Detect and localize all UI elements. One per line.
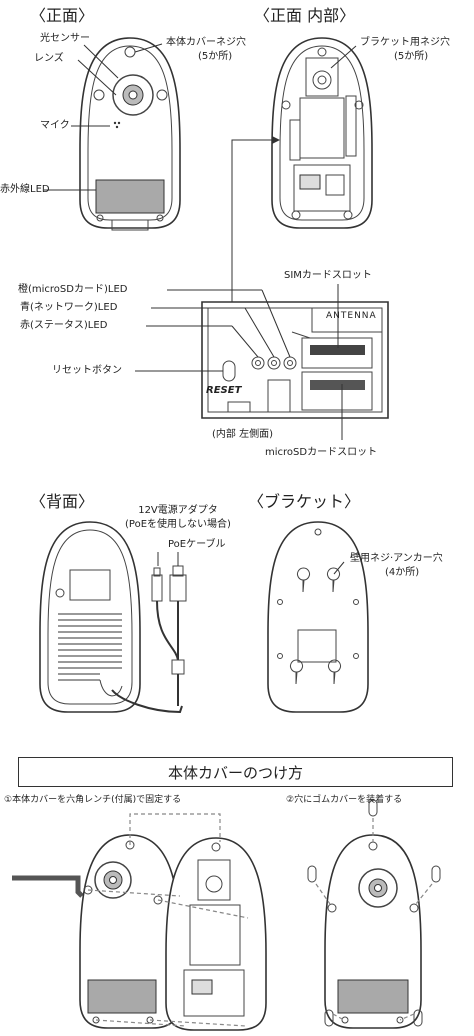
anchor-holes-count: (4か所)	[385, 567, 420, 578]
cover-section-title: 本体カバーのつけ方	[167, 763, 303, 782]
cover-screw-count: (5か所)	[198, 51, 233, 62]
adapter-label-line2: (PoEを使用しない場合)	[125, 519, 231, 530]
led-orange-label: 橙(microSDカード)LED	[18, 284, 128, 295]
connector-line	[231, 139, 272, 302]
section-bracket-title: 〈ブラケット〉	[248, 492, 361, 511]
section-front-title: 〈正面〉	[30, 6, 95, 25]
led-blue-label: 青(ネットワーク)LED	[20, 302, 118, 313]
cover-section-banner: 本体カバーのつけ方	[18, 757, 453, 787]
bracket-screw-label: ブラケット用ネジ穴	[360, 37, 450, 48]
reset-button-label: リセットボタン	[52, 365, 122, 376]
bracket-drawing	[267, 521, 369, 713]
adapter-label-line1: 12V電源アダプタ	[138, 505, 218, 516]
lens-label: レンズ	[34, 53, 64, 64]
back-view-drawing	[39, 521, 183, 714]
microsd-slot-label: microSDカードスロット	[265, 447, 378, 458]
mic-label: マイク	[40, 120, 70, 131]
reset-print: RESET	[206, 385, 242, 396]
ir-led-label: 赤外線LED	[0, 184, 50, 195]
cables-drawing	[151, 552, 187, 706]
antenna-print: ANTENNA	[326, 311, 377, 321]
step1-drawing	[12, 813, 267, 1031]
front-inside-drawing	[271, 37, 373, 229]
poe-cable-label: PoEケーブル	[168, 539, 226, 550]
anchor-holes-label: 壁用ネジ·アンカー穴	[350, 553, 443, 564]
step2-drawing	[307, 799, 441, 1029]
cover-screw-label: 本体カバーネジ穴	[166, 37, 246, 48]
sim-slot-label: SIMカードスロット	[284, 270, 372, 281]
step1-caption: ①本体カバーを六角レンチ(付属)で固定する	[4, 795, 182, 805]
section-back-title: 〈背面〉	[30, 492, 95, 511]
side-view-caption: (内部 左側面)	[212, 429, 273, 440]
light-sensor-label: 光センサー	[40, 33, 90, 44]
section-front-inside-title: 〈正面 内部〉	[254, 6, 356, 25]
step2-caption: ②穴にゴムカバーを装着する	[286, 795, 403, 805]
leader-lines	[44, 43, 357, 440]
bracket-screw-count: (5か所)	[394, 51, 429, 62]
front-camera-drawing	[79, 37, 181, 231]
led-red-label: 赤(ステータス)LED	[20, 320, 108, 331]
